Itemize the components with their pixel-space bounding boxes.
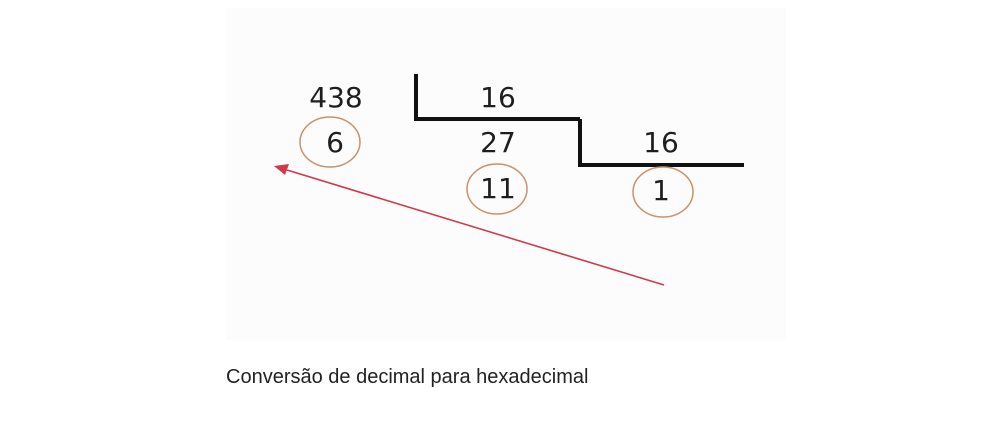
divisor-16-first: 16 [480, 81, 516, 114]
divisor-16-second: 16 [643, 126, 679, 159]
dividend-438: 438 [309, 81, 363, 114]
remainder-circle-6 [299, 116, 361, 168]
quotient-circle-1 [632, 166, 694, 218]
quotient-27: 27 [480, 126, 516, 159]
reading-direction-arrow-head [274, 164, 289, 175]
remainder-11: 11 [480, 172, 516, 205]
diagram-panel [226, 8, 786, 340]
remainder-6: 6 [326, 126, 344, 159]
quotient-1: 1 [652, 174, 670, 207]
figure-caption: Conversão de decimal para hexadecimal [226, 366, 589, 388]
division-bracket-1 [414, 74, 580, 121]
reading-direction-arrow-line [286, 169, 665, 286]
remainder-circle-11 [466, 163, 528, 215]
division-bracket-2 [578, 119, 744, 167]
